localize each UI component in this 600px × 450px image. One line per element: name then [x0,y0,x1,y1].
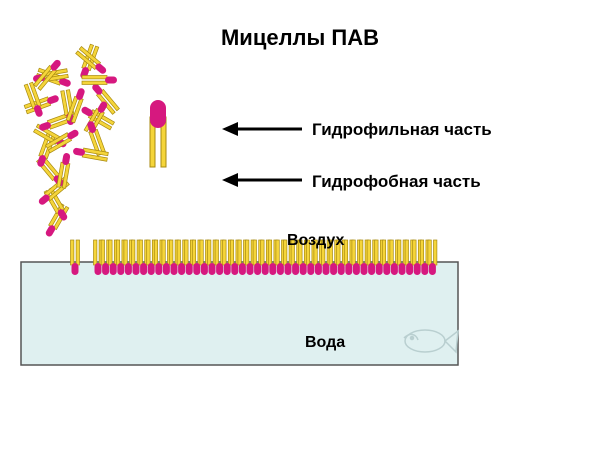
hydrophilic-label: Гидрофильная часть [312,120,492,139]
water-container [20,261,459,366]
arrow-left-icon [222,122,302,136]
single-surfactant-molecule [149,99,167,168]
page-title: Мицеллы ПАВ [220,25,380,50]
surface-monolayer [93,239,438,276]
surfactant-molecule [81,75,118,85]
fish-watermark-icon [403,329,459,354]
hydrophobic-label: Гидрофобная часть [312,172,481,191]
air-label: Воздух [287,232,345,249]
water-label: Вода [305,334,346,351]
surfactant-molecule [427,239,438,276]
arrow-left-icon [222,173,302,187]
surfactant-molecule [56,151,73,189]
surfactant-molecule [70,239,80,276]
micelle-cluster [23,43,120,276]
